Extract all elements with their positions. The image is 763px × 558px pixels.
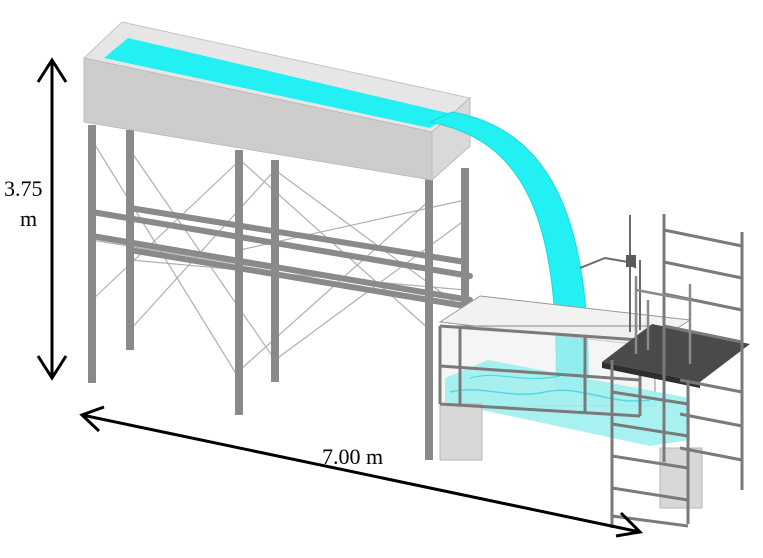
height-dimension-arrow — [36, 57, 68, 381]
length-dimension-arrow — [79, 405, 644, 538]
upstream-tank — [82, 21, 472, 182]
tank-water-surface — [104, 38, 452, 128]
pool-water — [445, 360, 690, 446]
height-unit-label: m — [20, 206, 37, 231]
height-value-label: 3.75 — [4, 176, 43, 201]
pool-handrail — [438, 324, 642, 418]
support-frame-beams — [89, 205, 473, 309]
length-value-label: 7.00 m — [322, 444, 383, 469]
platform-ladder-front — [610, 360, 690, 528]
platform-railing — [634, 276, 692, 364]
measurement-platform — [579, 215, 750, 388]
